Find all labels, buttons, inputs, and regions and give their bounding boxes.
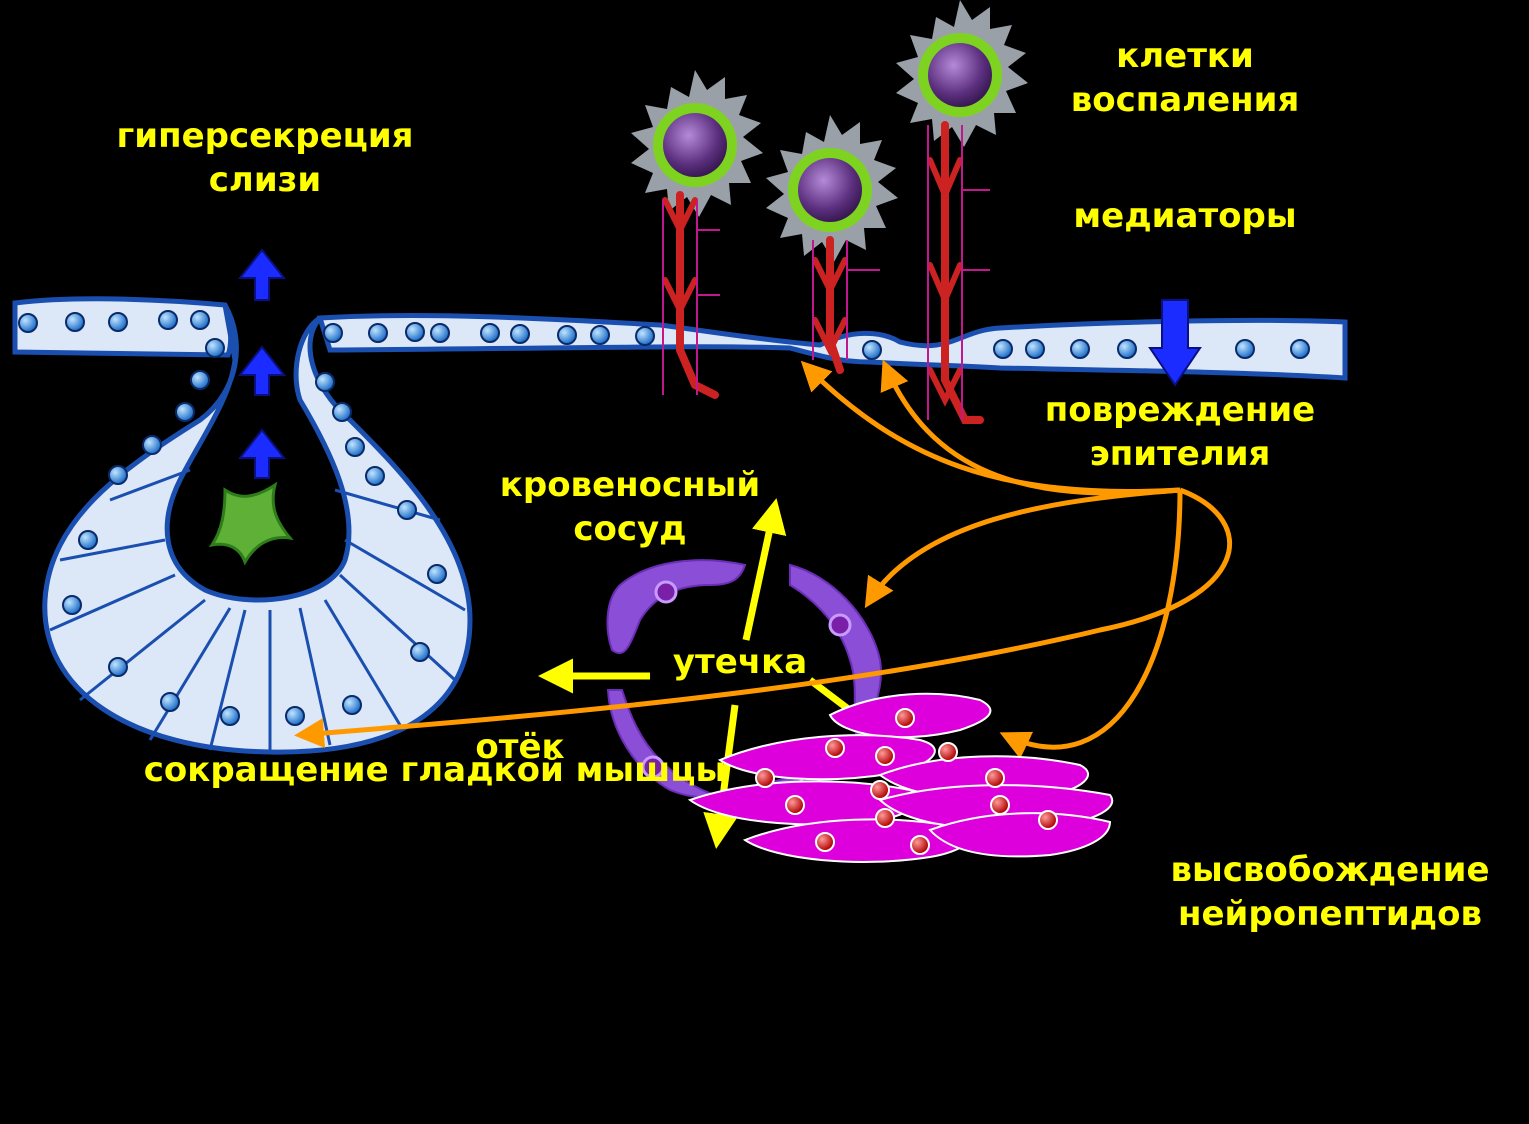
label-line: гиперсекреция: [100, 114, 430, 158]
label-line: повреждение: [1010, 388, 1350, 432]
label-mediators: медиаторы: [1035, 194, 1335, 238]
label-inflammatory-cells: клетки воспаления: [1035, 34, 1335, 122]
inflammatory-cell: [896, 0, 1028, 147]
label-line: клетки: [1035, 34, 1335, 78]
inflammatory-cell: [631, 70, 763, 217]
label-smooth-muscle-contraction: сокращение гладкой мышцы: [95, 748, 775, 792]
label-line: кровеносный: [465, 463, 795, 507]
label-neuropeptide-release: высвобождение нейропептидов: [1140, 848, 1520, 936]
mucus-plug: [212, 485, 290, 562]
label-line: высвобождение: [1140, 848, 1520, 892]
label-line: слизи: [100, 158, 430, 202]
label-line: нейропептидов: [1140, 892, 1520, 936]
mucus-secretion-arrows: [240, 250, 284, 478]
label-blood-vessel: кровеносный сосуд: [465, 463, 795, 551]
label-epithelial-damage: повреждение эпителия: [1010, 388, 1350, 476]
label-line: сосуд: [465, 507, 795, 551]
label-line: эпителия: [1010, 432, 1350, 476]
label-line: воспаления: [1035, 78, 1335, 122]
label-leak: утечка: [655, 640, 825, 684]
label-mucus-hypersecretion: гиперсекреция слизи: [100, 114, 430, 202]
